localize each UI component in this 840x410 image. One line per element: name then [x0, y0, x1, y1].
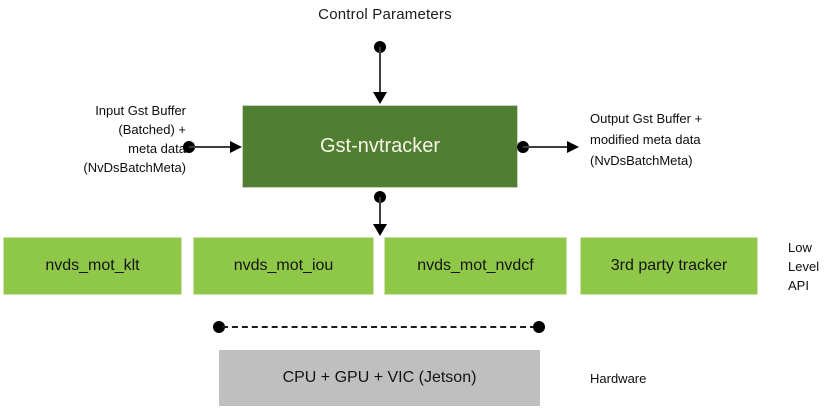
tracker-box-nvds-mot-nvdcf: nvds_mot_nvdcf [384, 237, 567, 295]
arrowhead-right-icon [230, 141, 242, 153]
tracker-box-label: nvds_mot_klt [45, 257, 140, 274]
low-level-api-label-line: Low [788, 240, 812, 255]
arrowhead-right-icon [567, 141, 579, 153]
low-level-api-label-line: Level [788, 259, 820, 274]
connector-line [523, 146, 567, 148]
connector-dot [213, 321, 225, 333]
tracker-box-label: nvds_mot_iou [233, 257, 334, 274]
connector-dot [533, 321, 545, 333]
arrowhead-down-icon [373, 92, 387, 104]
arrowhead-down-icon [373, 224, 387, 236]
input-buffer-label-line: (Batched) + [118, 122, 186, 137]
tracker-box-nvds-mot-iou: nvds_mot_iou [193, 237, 374, 295]
gst-nvtracker-box: Gst-nvtracker [242, 105, 518, 188]
output-buffer-label-line: Output Gst Buffer + [590, 111, 703, 126]
tracker-box-label: nvds_mot_nvdcf [417, 257, 534, 274]
output-buffer-label-line: modified meta data [590, 132, 701, 147]
hardware-box: CPU + GPU + VIC (Jetson) [219, 350, 540, 406]
output-buffer-label-line: (NvDsBatchMeta) [590, 153, 693, 168]
tracker-box-label: 3rd party tracker [610, 257, 728, 274]
connector-line [379, 197, 381, 225]
output-buffer-label: Output Gst Buffer + modified meta data (… [590, 108, 790, 171]
tracker-box-3rd-party: 3rd party tracker [580, 237, 758, 295]
gst-nvtracker-box-label: Gst-nvtracker [319, 135, 441, 157]
dashed-connector-line [222, 326, 536, 328]
tracker-box-nvds-mot-klt: nvds_mot_klt [3, 237, 182, 295]
input-buffer-label-line: Input Gst Buffer [95, 103, 186, 118]
connector-line [189, 146, 230, 148]
hardware-box-label: CPU + GPU + VIC (Jetson) [282, 369, 477, 386]
low-level-api-label: Low Level API [788, 238, 838, 295]
input-buffer-label-line: (NvDsBatchMeta) [83, 160, 186, 175]
input-buffer-label-line: meta data [128, 141, 186, 156]
connector-line [379, 47, 381, 93]
hardware-label: Hardware [590, 371, 647, 386]
input-buffer-label: Input Gst Buffer (Batched) + meta data (… [28, 101, 186, 177]
control-parameters-label: Control Parameters [318, 6, 452, 23]
low-level-api-label-line: API [788, 278, 809, 293]
